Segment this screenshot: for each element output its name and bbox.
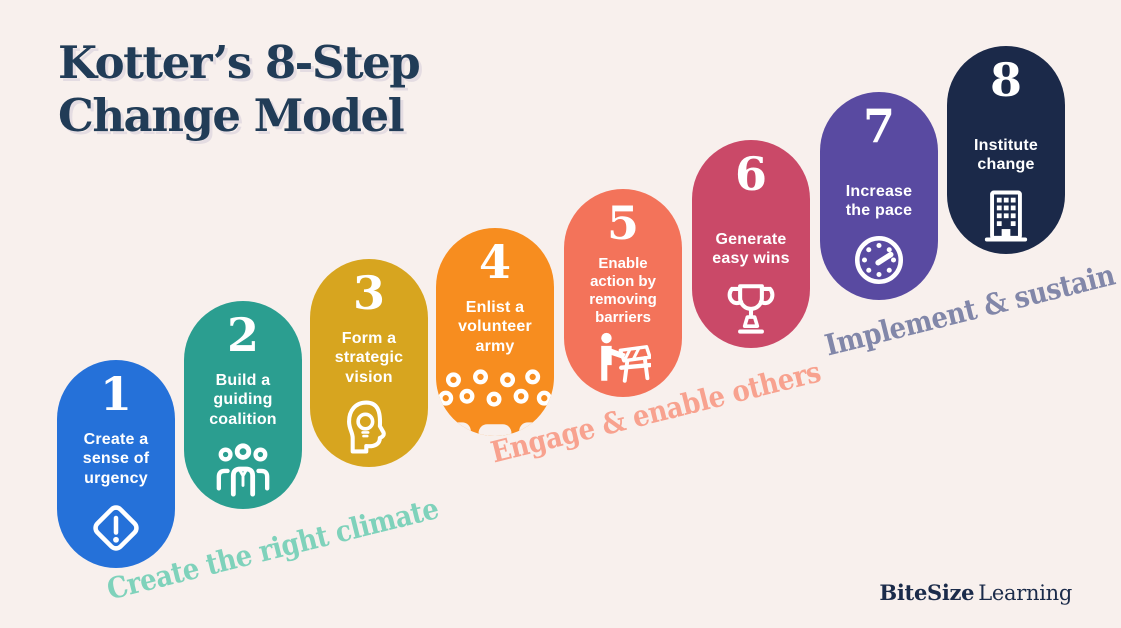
step-pill-4: 4 Enlist a volunteer army	[436, 228, 554, 436]
building-icon	[984, 190, 1028, 242]
step-label: Generate easy wins	[712, 231, 790, 268]
team-icon	[216, 443, 270, 497]
step-number: 8	[989, 53, 1022, 107]
brand-logo-regular-text: Learning	[978, 581, 1072, 605]
step-pill-1: 1 Create a sense of urgency	[57, 360, 175, 568]
page-title-line1: Kotter’s 8-Step	[58, 36, 421, 89]
step-pill-3: 3 Form a strategic vision	[310, 259, 428, 467]
step-number: 7	[862, 99, 895, 153]
step-number: 2	[226, 308, 259, 362]
alert-diamond-icon	[93, 505, 139, 551]
step-label: Institute change	[973, 137, 1039, 174]
head-lightbulb-icon	[347, 400, 386, 454]
page-title-line2: Change Model	[58, 89, 405, 143]
step-pill-7: 7 Increase the pace	[820, 92, 938, 300]
barrier-removal-icon	[601, 332, 651, 383]
step-number: 1	[99, 367, 132, 421]
step-pill-2: 2 Build a guiding coalition	[184, 301, 302, 509]
step-number: 6	[734, 147, 767, 201]
speedometer-icon	[854, 235, 904, 285]
page-title: Kotter’s 8-Step Change Model	[58, 36, 421, 143]
brand-logo-bold-text: BiteSize	[879, 580, 975, 605]
step-label: Build a guiding coalition	[209, 372, 277, 428]
step-number: 5	[606, 196, 639, 250]
trophy-icon	[727, 284, 775, 334]
step-number: 4	[478, 235, 511, 289]
step-pill-5: 5 Enable action by removing barriers	[564, 189, 682, 397]
step-pill-8: 8 Institute change	[947, 46, 1065, 254]
step-label: Form a strategic vision	[334, 330, 404, 386]
step-number: 3	[352, 266, 385, 320]
step-label: Enlist a volunteer army	[458, 299, 532, 355]
step-label: Enable action by removing barriers	[589, 255, 657, 327]
crowd-icon	[438, 369, 552, 436]
step-label: Create a sense of urgency	[82, 431, 150, 487]
step-pill-6: 6 Generate easy wins	[692, 140, 810, 348]
step-label: Increase the pace	[845, 183, 913, 220]
